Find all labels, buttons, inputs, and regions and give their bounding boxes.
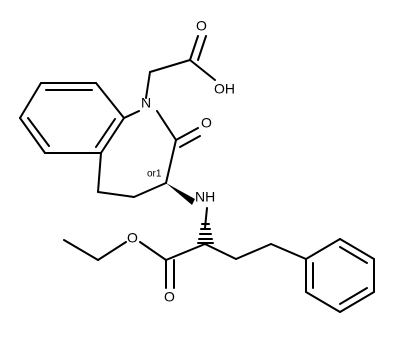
ethyl-ester xyxy=(63,239,206,289)
bond xyxy=(149,59,191,73)
bond xyxy=(270,243,307,260)
bond xyxy=(97,191,135,198)
amine-bond-wedge xyxy=(166,183,195,205)
bond xyxy=(139,241,167,261)
lactam-carbonyl xyxy=(175,127,201,148)
ring-nitrogen-label: N xyxy=(141,95,151,111)
hydroxyl-label: OH xyxy=(214,81,235,97)
bond xyxy=(165,139,177,184)
bond xyxy=(123,110,140,119)
bond xyxy=(179,135,201,148)
bond xyxy=(133,182,167,198)
bond xyxy=(339,238,375,260)
bond xyxy=(339,287,368,305)
bond xyxy=(19,82,42,119)
hashed-stereo-bond xyxy=(197,223,214,244)
bond xyxy=(95,118,116,148)
bond xyxy=(204,243,237,260)
amine-label: NH xyxy=(195,189,215,205)
acetic-acid-side-chain xyxy=(145,35,216,99)
fused-benzene-ring xyxy=(19,82,125,154)
bond xyxy=(339,246,368,264)
bond xyxy=(175,127,199,141)
bond xyxy=(305,291,341,313)
bond xyxy=(100,117,125,154)
bond xyxy=(156,110,177,141)
bond xyxy=(145,71,151,99)
bond xyxy=(189,35,199,61)
bond xyxy=(27,117,50,147)
bond xyxy=(197,35,207,61)
phenethyl-chain xyxy=(204,243,307,260)
acid-carbonyl-oxygen-label: O xyxy=(196,18,207,34)
bond xyxy=(189,59,216,81)
ester-oxygen-label: O xyxy=(127,230,138,246)
ester-carbonyl-oxygen-label: O xyxy=(164,289,175,305)
bond xyxy=(97,241,127,261)
bond xyxy=(235,243,272,260)
bond xyxy=(165,243,206,261)
lactam-oxygen-label: O xyxy=(201,115,212,131)
bond xyxy=(95,82,125,119)
azepinone-ring xyxy=(97,110,177,198)
phenyl-ring xyxy=(305,238,375,313)
bond xyxy=(339,291,375,313)
bond xyxy=(19,117,46,154)
bond xyxy=(97,152,102,193)
bond xyxy=(63,239,99,261)
stereo-descriptor-label: or1 xyxy=(147,169,162,180)
bond xyxy=(305,238,341,260)
wedge-bond xyxy=(166,183,195,205)
